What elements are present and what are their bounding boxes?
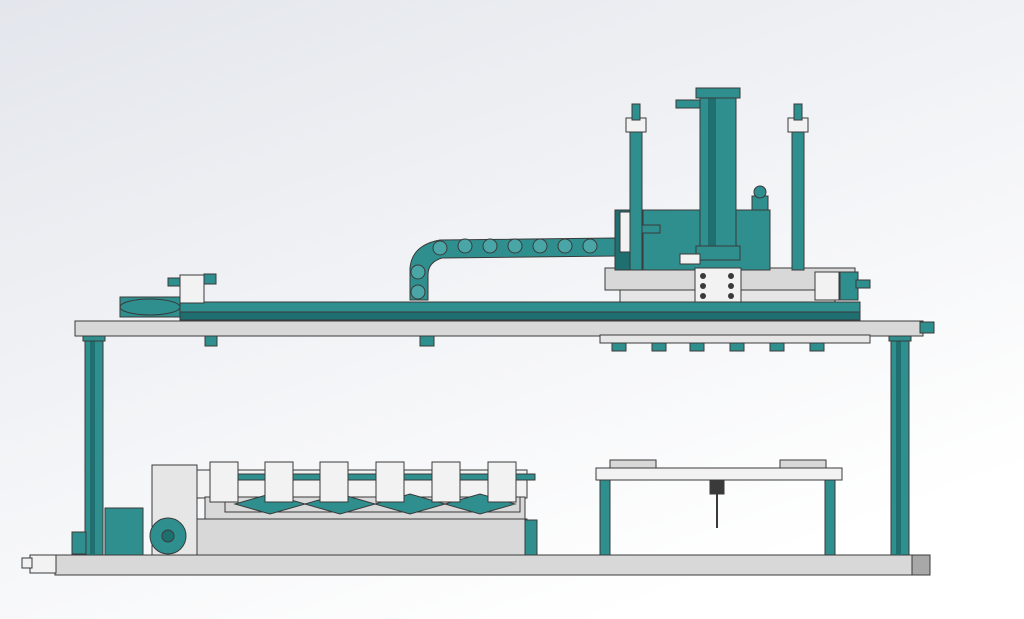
top-frame-beam-endcap [919, 321, 935, 334]
top-frame-beam-lower-lip [599, 334, 871, 344]
guide-post-left [625, 103, 647, 271]
drive-motor [104, 507, 144, 556]
sensor-bracket-right [751, 185, 769, 211]
belt-tensioner-right [814, 271, 840, 301]
clamp-head-row [209, 461, 517, 503]
base-plate-end-cap [911, 554, 931, 576]
suction-cup-row [611, 342, 825, 352]
top-frame-beam [74, 320, 924, 337]
vertical-air-cylinder [675, 87, 741, 265]
work-table [595, 459, 843, 556]
base-plate [54, 554, 916, 576]
left-frame-column [82, 332, 106, 556]
base-plate-left-cap [29, 554, 57, 574]
belt-tensioner-left [179, 274, 205, 304]
pulley-left [119, 298, 181, 316]
base-plate-left-foot [21, 557, 33, 569]
right-frame-column [888, 332, 912, 556]
guide-post-right [787, 103, 809, 271]
cable-drag-chain [409, 237, 616, 301]
